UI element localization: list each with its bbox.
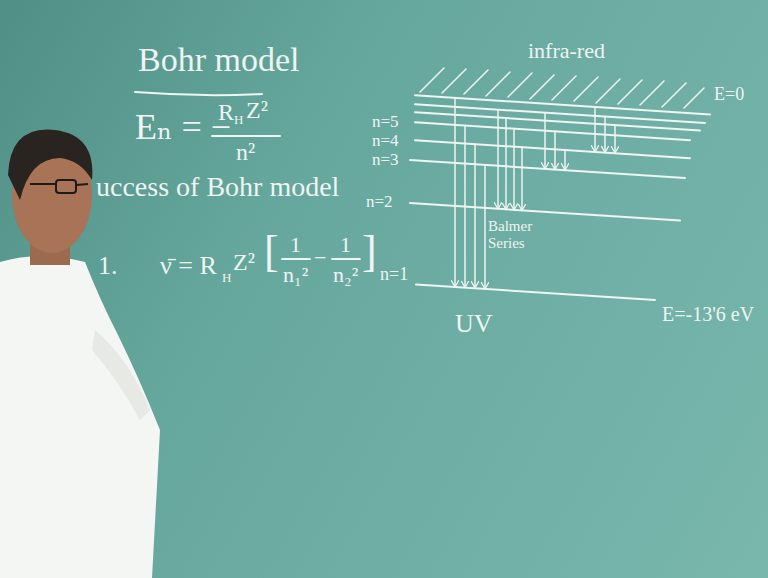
- fraction-bar: [282, 258, 310, 260]
- list-number: 1.: [98, 250, 118, 281]
- subscript: H: [234, 112, 243, 128]
- section-heading: uccess of Bohr model: [96, 170, 339, 204]
- energy-symbol: Eₙ = −: [135, 106, 231, 149]
- charge-term: Z²: [246, 96, 268, 125]
- title: Bohr model: [138, 40, 299, 81]
- denominator: n²: [236, 138, 255, 167]
- region-label: UV: [455, 308, 493, 339]
- white-shirt: [0, 256, 160, 578]
- glasses: [30, 180, 88, 193]
- energy-levels: [410, 95, 710, 300]
- minus-sign: −: [314, 245, 326, 271]
- numerator: 1: [340, 232, 351, 258]
- energy-label: E=0: [714, 84, 744, 106]
- level-label: n=2: [366, 192, 393, 212]
- level-line: [410, 160, 685, 178]
- charge-term: Z²: [233, 248, 255, 277]
- transition-arrows: [455, 98, 615, 288]
- level-line: [415, 140, 690, 158]
- level-line: [410, 203, 680, 221]
- level-label: n=1: [380, 264, 408, 286]
- level-line: [415, 95, 710, 114]
- level-label: n=4: [372, 131, 399, 151]
- level-label: n=5: [372, 112, 399, 132]
- level-line: [416, 284, 655, 300]
- subscript: H: [222, 270, 231, 286]
- region-label: infra-red: [528, 38, 605, 64]
- rydberg-symbol: R: [218, 98, 234, 127]
- series-label: Balmer Series: [488, 218, 550, 253]
- level-line: [415, 122, 690, 140]
- energy-label: E=-13'6 eV: [662, 302, 754, 326]
- arm: [92, 330, 150, 420]
- bracket: ]: [362, 226, 377, 279]
- denominator: n₂²: [333, 262, 358, 288]
- numerator: 1: [290, 232, 301, 258]
- fraction-bar: [332, 258, 360, 260]
- continuum-hatching: [420, 68, 704, 108]
- bracket: [: [264, 226, 279, 279]
- title-underline: [135, 92, 262, 95]
- level-label: n=3: [372, 150, 399, 170]
- level-line: [415, 112, 700, 130]
- wavenumber-symbol: ν̄ = R: [160, 250, 217, 281]
- hair: [8, 130, 92, 200]
- denominator: n₁²: [283, 262, 308, 288]
